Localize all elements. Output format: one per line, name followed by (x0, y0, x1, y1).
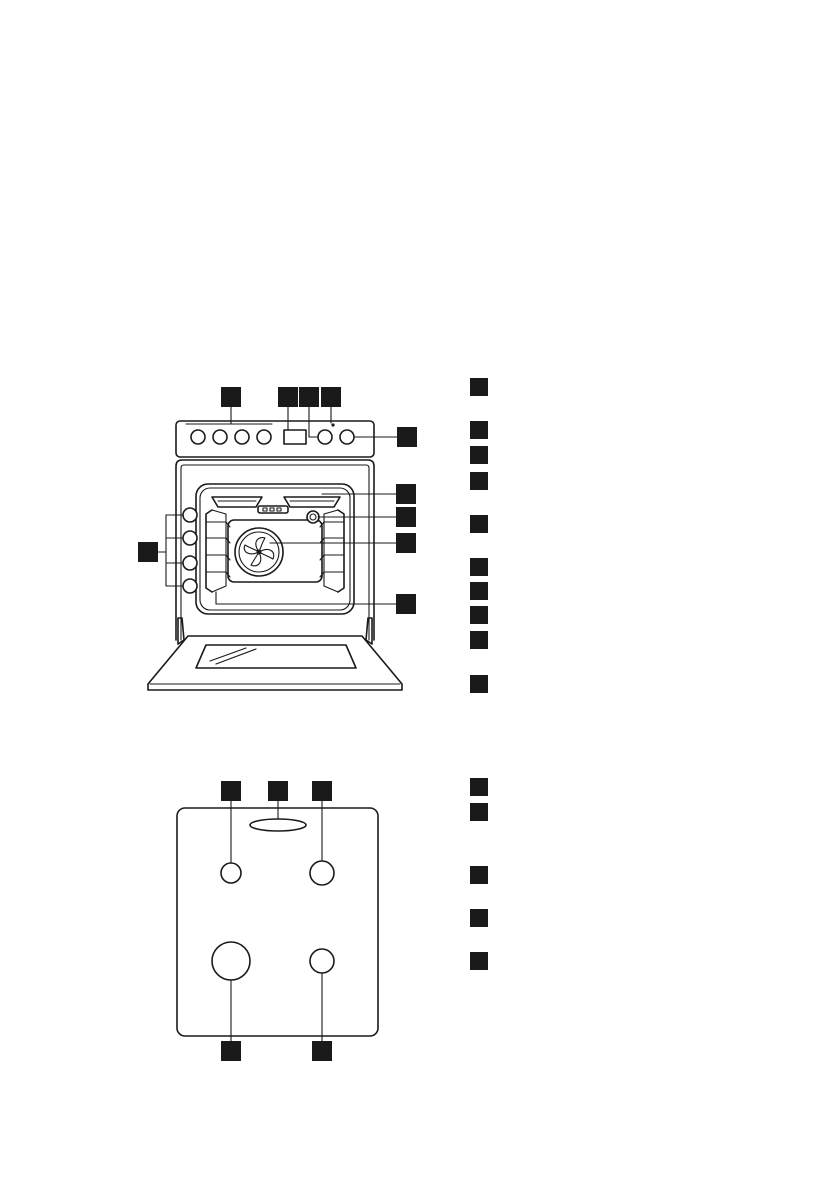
shelf-position-1 (183, 508, 197, 522)
hob-diagram (177, 781, 378, 1061)
callout-control-knobs (221, 387, 241, 407)
shelf-position-4 (183, 579, 197, 593)
callout-oven-lamp (396, 507, 416, 527)
callout-right-knob (397, 427, 417, 447)
legend-marker-6 (470, 558, 488, 576)
rear-panel (228, 520, 322, 582)
legend-marker-7 (470, 582, 488, 600)
oven-diagram (138, 387, 417, 690)
hob-legend-marker-5 (470, 952, 488, 970)
indicator-light (331, 423, 334, 426)
shelf-position-markers (158, 508, 197, 593)
rear-right-zone (310, 861, 334, 885)
callout-rear-left (221, 781, 241, 801)
callout-front-right (312, 1041, 332, 1061)
callout-rating-label (268, 781, 288, 801)
legend-marker-2 (470, 421, 488, 439)
rear-left-zone (221, 863, 241, 883)
shelf-position-3 (183, 556, 197, 570)
legend-marker-1 (470, 378, 488, 396)
legend-marker-8 (470, 606, 488, 624)
hob-surface (177, 808, 378, 1036)
callout-front-left (221, 1041, 241, 1061)
hob-legend (470, 778, 488, 970)
shelf-support-right (320, 510, 344, 592)
callout-rear-right (312, 781, 332, 801)
front-left-zone (212, 942, 250, 980)
callout-grill-heater (396, 484, 416, 504)
callout-shelf-supports (396, 594, 416, 614)
front-right-zone (310, 949, 334, 973)
open-door (148, 636, 402, 690)
rating-label (250, 819, 306, 831)
legend-marker-10 (470, 675, 488, 693)
oven-lamp (307, 511, 319, 523)
hob-legend-marker-1 (470, 778, 488, 796)
callout-left-knob (299, 387, 319, 407)
control-panel (176, 421, 374, 457)
hob-legend-marker-2 (470, 803, 488, 821)
oven-legend (470, 378, 488, 693)
legend-marker-9 (470, 631, 488, 649)
legend-marker-4 (470, 472, 488, 490)
callout-shelf-positions (138, 542, 158, 562)
shelf-support-left (206, 510, 230, 592)
hob-legend-marker-3 (470, 866, 488, 884)
legend-marker-3 (470, 446, 488, 464)
grill-heater (212, 497, 340, 513)
callout-indicator-light (321, 387, 341, 407)
callout-fan (396, 533, 416, 553)
hob-legend-marker-4 (470, 909, 488, 927)
callout-display (278, 387, 298, 407)
legend-marker-5 (470, 515, 488, 533)
shelf-position-2 (183, 531, 197, 545)
